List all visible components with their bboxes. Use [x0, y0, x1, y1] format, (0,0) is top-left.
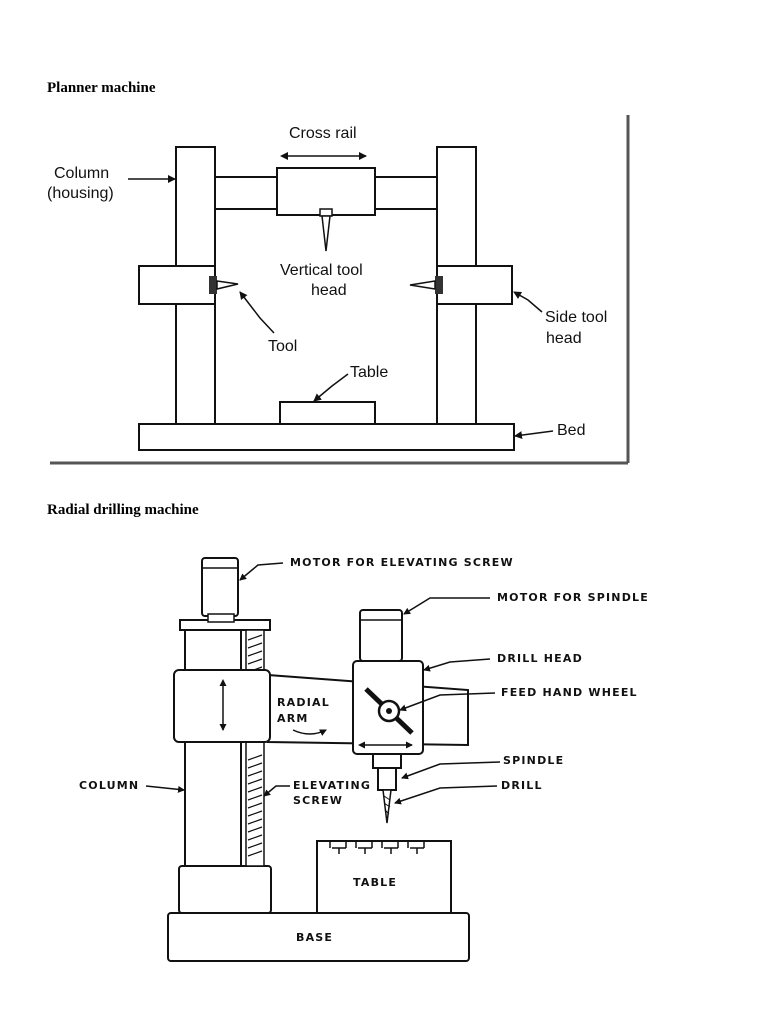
planner-bed [138, 423, 515, 451]
elev-screw-leader [263, 785, 290, 797]
side-head-leader [513, 291, 543, 313]
column-label-line2: (housing) [47, 185, 114, 202]
cross-rail-label: Cross rail [289, 125, 357, 142]
feed-hand-wheel [364, 687, 414, 735]
side-tool-head-label-line1: Side tool [545, 309, 607, 326]
elev-screw-label-line1: ELEVATING [293, 779, 371, 792]
elev-motor-leader [239, 562, 284, 581]
drill-column [179, 619, 271, 867]
drill-table [316, 840, 452, 914]
side-tool-head-label-line2: head [546, 330, 582, 347]
planner-heading: Planner machine [47, 80, 156, 96]
radial-arm-label-line1: RADIAL [277, 696, 330, 709]
elev-screw-label-line2: SCREW [293, 794, 343, 807]
right-tool [409, 276, 443, 294]
vertical-tool [319, 208, 333, 252]
bed-label: Bed [557, 422, 585, 439]
planner-frame [50, 115, 630, 465]
column-label: COLUMN [79, 779, 139, 792]
left-tool [209, 276, 239, 294]
drill-bit [382, 789, 392, 824]
spindle-label: SPINDLE [503, 754, 564, 767]
feed-wheel-leader [399, 692, 496, 712]
column-leader-2 [145, 785, 185, 793]
elevating-screw [245, 629, 265, 867]
tool-leader [239, 291, 275, 334]
column-foot [178, 865, 272, 914]
elevating-motor [201, 557, 239, 623]
radial-arm-label-line2: ARM [277, 712, 309, 725]
column-label-line1: Column [54, 165, 109, 182]
spindle-leader [401, 761, 501, 780]
radial-heading: Radial drilling machine [47, 502, 199, 518]
drill-head-leader [423, 658, 491, 672]
base-label: BASE [296, 931, 333, 944]
bed-leader [514, 430, 554, 440]
table-label: Table [350, 364, 388, 381]
spindle-motor-label: MOTOR FOR SPINDLE [497, 591, 649, 604]
drill-label: DRILL [501, 779, 543, 792]
spindle-motor-leader [403, 597, 490, 615]
elev-motor-label: MOTOR FOR ELEVATING SCREW [290, 556, 514, 569]
table-leader [313, 373, 349, 402]
feed-wheel-label: FEED HAND WHEEL [501, 686, 638, 699]
vertical-tool-head-label-line2: head [311, 282, 347, 299]
spindle [372, 753, 402, 791]
table-label-2: TABLE [353, 876, 397, 889]
left-side-tool-head [138, 265, 216, 305]
cross-rail-saddle [276, 167, 376, 216]
drill-leader [394, 785, 498, 805]
right-side-tool-head [436, 265, 513, 305]
tool-label: Tool [268, 338, 297, 355]
vertical-tool-head-label-line1: Vertical tool [280, 262, 363, 279]
drill-head-label: DRILL HEAD [497, 652, 583, 665]
